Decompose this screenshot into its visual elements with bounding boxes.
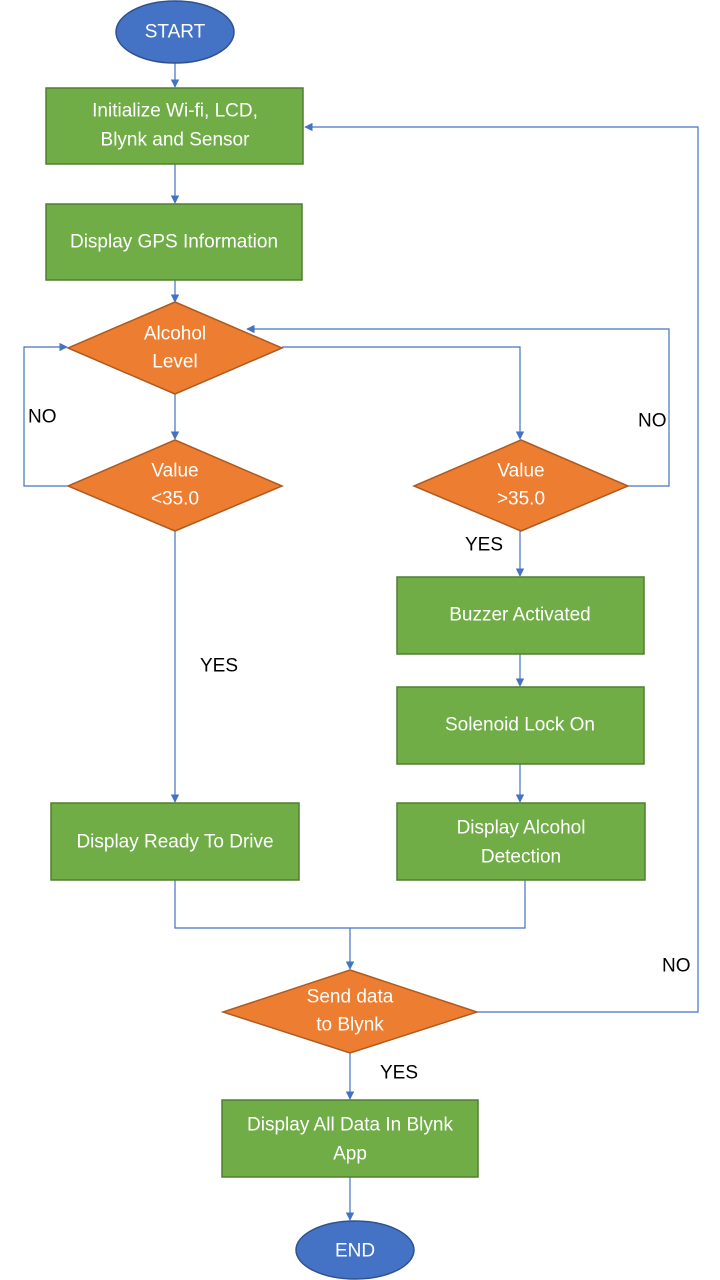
edge-label-yes-high: YES	[465, 535, 503, 556]
end-shape	[295, 1220, 415, 1280]
display-all-label-line2: App	[333, 1144, 367, 1165]
value-high-label-line1: Value	[497, 461, 544, 482]
detection-label-line1: Display Alcohol	[457, 818, 586, 839]
edge-high-no-loop	[246, 324, 670, 487]
edge-label-no-right: NO	[638, 411, 667, 432]
end-node: END	[295, 1220, 415, 1280]
solenoid-shape	[396, 686, 645, 765]
send-label-line2: to Blynk	[316, 1015, 384, 1036]
value-high-decision: Value >35.0	[412, 439, 630, 532]
edge-label-no-send: NO	[662, 956, 691, 977]
gps-node: Display GPS Information	[45, 203, 303, 281]
display-all-shape	[221, 1099, 479, 1178]
value-low-decision: Value <35.0	[66, 439, 284, 532]
ready-shape	[50, 802, 300, 881]
ready-node: Display Ready To Drive	[50, 802, 300, 881]
value-high-label-line2: >35.0	[497, 489, 545, 510]
detection-label-line2: Detection	[481, 847, 561, 868]
edge-alcohol-high	[282, 346, 525, 440]
send-decision: Send data to Blynk	[220, 969, 480, 1054]
alcohol-decision: Alcohol Level	[66, 301, 284, 395]
value-low-shape	[66, 439, 284, 532]
gps-shape	[45, 203, 303, 281]
send-shape	[220, 969, 480, 1054]
buzzer-shape	[396, 576, 645, 655]
init-node: Initialize Wi-fi, LCD, Blynk and Sensor	[45, 87, 304, 165]
send-label-line1: Send data	[307, 987, 394, 1008]
gps-label: Display GPS Information	[70, 232, 278, 253]
start-node: START	[115, 0, 235, 64]
init-label-line1: Initialize Wi-fi, LCD,	[92, 101, 258, 122]
display-all-node: Display All Data In Blynk App	[221, 1099, 479, 1178]
edge-low-no-loop	[23, 342, 68, 487]
end-label: END	[335, 1241, 375, 1262]
alcohol-shape	[66, 301, 284, 395]
value-low-label-line2: <35.0	[151, 489, 199, 510]
detection-node: Display Alcohol Detection	[396, 802, 646, 881]
edge-label-yes-send: YES	[380, 1063, 418, 1084]
init-label-line2: Blynk and Sensor	[101, 130, 251, 151]
edge-merge	[174, 880, 526, 929]
solenoid-node: Solenoid Lock On	[396, 686, 645, 765]
edge-label-no-left: NO	[28, 407, 57, 428]
init-shape	[45, 87, 304, 165]
edge-label-yes-low: YES	[200, 656, 238, 677]
start-shape	[115, 0, 235, 64]
detection-shape	[396, 802, 646, 881]
alcohol-label-line2: Level	[152, 352, 197, 373]
alcohol-label-line1: Alcohol	[144, 324, 206, 345]
buzzer-node: Buzzer Activated	[396, 576, 645, 655]
value-high-shape	[412, 439, 630, 532]
value-low-label-line1: Value	[151, 461, 198, 482]
edge-send-no-loop	[304, 122, 699, 1013]
display-all-label-line1: Display All Data In Blynk	[247, 1115, 453, 1136]
solenoid-label: Solenoid Lock On	[445, 715, 595, 736]
connectors	[23, 63, 699, 1221]
ready-label: Display Ready To Drive	[76, 832, 273, 853]
start-label: START	[145, 22, 206, 43]
buzzer-label: Buzzer Activated	[449, 605, 591, 626]
